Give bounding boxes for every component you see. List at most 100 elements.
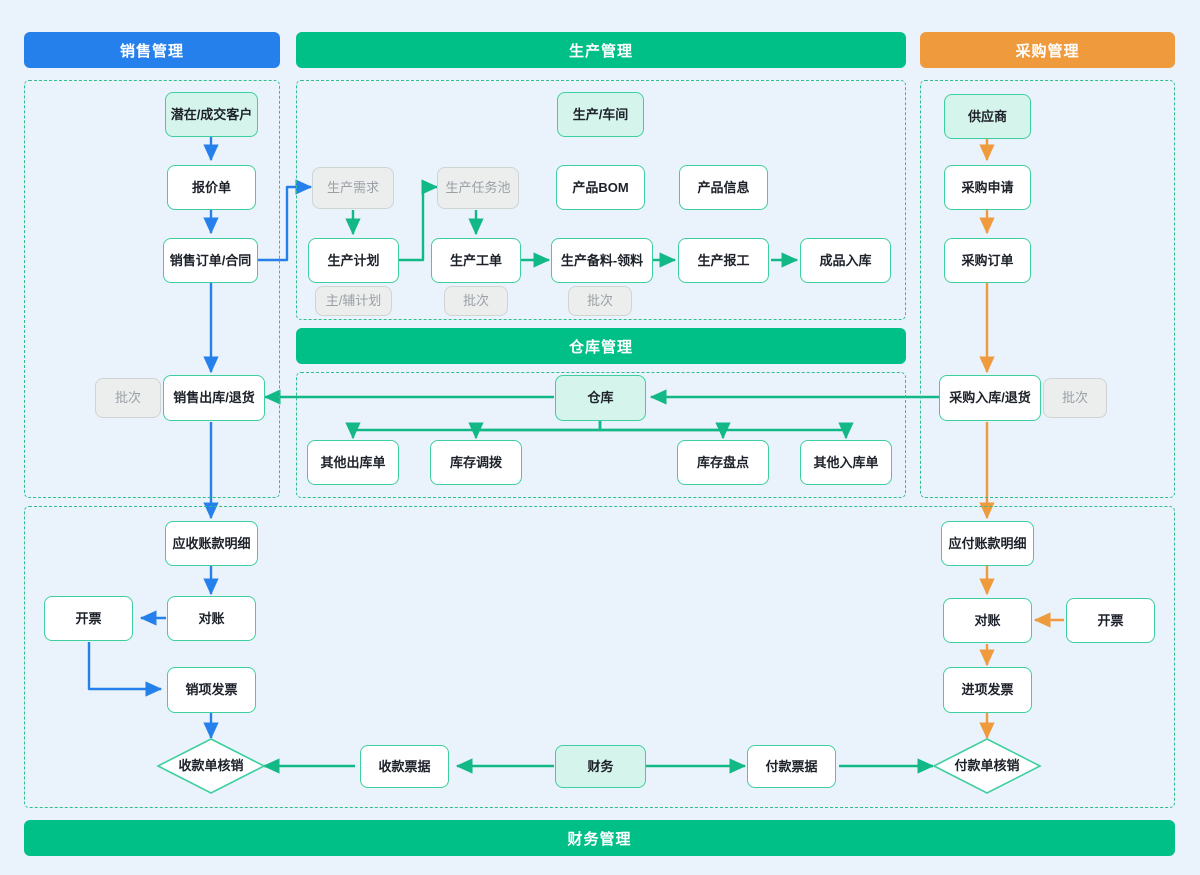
node-recon-right-label: 对账: [974, 612, 1001, 628]
edge-warehouse-to-otherinbound: [598, 421, 854, 440]
group-purchase: [920, 80, 1175, 498]
node-prod-demand-label: 生产需求: [326, 180, 379, 196]
section-bar-warehouse[interactable]: 仓库管理: [296, 328, 906, 364]
node-invoice-left[interactable]: 开票: [44, 596, 133, 641]
node-finished-in[interactable]: 成品入库: [800, 238, 891, 283]
node-payment-voucher[interactable]: 付款票据: [747, 745, 836, 788]
node-receivable-detail-label: 应收账款明细: [172, 535, 251, 551]
node-quotation-label: 报价单: [191, 179, 231, 195]
node-prod-report[interactable]: 生产报工: [678, 238, 769, 283]
node-other-inbound[interactable]: 其他入库单: [800, 440, 892, 485]
node-prod-task-pool-label: 生产任务池: [445, 180, 511, 196]
node-sales-outbound-batch[interactable]: 批次: [95, 378, 161, 418]
node-other-inbound-label: 其他入库单: [813, 454, 879, 470]
section-bar-warehouse-label: 仓库管理: [568, 338, 633, 356]
node-other-outbound[interactable]: 其他出库单: [307, 440, 399, 485]
node-warehouse[interactable]: 仓库: [555, 375, 646, 421]
node-work-order-label: 生产工单: [449, 252, 502, 268]
node-prod-plan-sub[interactable]: 主/辅计划: [315, 286, 392, 316]
section-bar-production-label: 生产管理: [568, 42, 633, 60]
node-product-info-label: 产品信息: [697, 179, 750, 195]
node-stock-transfer[interactable]: 库存调拨: [430, 440, 522, 485]
section-bar-sales-label: 销售管理: [119, 42, 184, 60]
node-material-pick-sub[interactable]: 批次: [568, 286, 632, 316]
edge-prodplan-to-taskpool: [399, 179, 439, 262]
node-payment-writeoff[interactable]: 付款单核销: [934, 739, 1040, 793]
node-warehouse-label: 仓库: [587, 390, 614, 406]
group-finance: [24, 506, 1175, 808]
node-material-pick-sub-label: 批次: [586, 293, 613, 309]
node-product-info[interactable]: 产品信息: [679, 165, 768, 210]
node-receipt-writeoff[interactable]: 收款单核销: [158, 739, 264, 793]
node-receivable-detail[interactable]: 应收账款明细: [165, 521, 258, 566]
node-stock-transfer-label: 库存调拨: [449, 454, 502, 470]
node-prod-plan[interactable]: 生产计划: [308, 238, 399, 283]
node-stock-count[interactable]: 库存盘点: [677, 440, 769, 485]
node-recon-left[interactable]: 对账: [167, 596, 256, 641]
node-prod-task-pool[interactable]: 生产任务池: [437, 167, 519, 209]
group-sales: [24, 80, 280, 498]
group-production: [296, 80, 906, 320]
node-purchase-request[interactable]: 采购申请: [944, 165, 1031, 210]
node-customer-label: 潜在/成交客户: [170, 106, 253, 122]
edge-invoice-to-outputinvoice: [87, 642, 163, 697]
node-purchase-inbound-label: 采购入库/退货: [949, 390, 1031, 406]
node-sales-outbound-batch-label: 批次: [114, 390, 141, 406]
node-purchase-inbound-batch[interactable]: 批次: [1043, 378, 1107, 418]
node-purchase-inbound[interactable]: 采购入库/退货: [939, 375, 1041, 421]
node-material-pick[interactable]: 生产备料-领料: [551, 238, 653, 283]
node-input-invoice[interactable]: 进项发票: [943, 667, 1032, 713]
node-stock-count-label: 库存盘点: [696, 454, 749, 470]
node-work-order[interactable]: 生产工单: [431, 238, 521, 283]
node-finance-label: 财务: [587, 758, 614, 774]
node-receipt-writeoff-label: 收款单核销: [178, 758, 244, 774]
node-quotation[interactable]: 报价单: [167, 165, 256, 210]
section-bar-production[interactable]: 生产管理: [296, 32, 906, 68]
node-payable-detail[interactable]: 应付账款明细: [941, 521, 1034, 566]
node-recon-right[interactable]: 对账: [943, 598, 1032, 643]
node-supplier[interactable]: 供应商: [944, 94, 1031, 139]
node-finance[interactable]: 财务: [555, 745, 646, 788]
node-sales-outbound[interactable]: 销售出库/退货: [163, 375, 265, 421]
node-workshop[interactable]: 生产/车间: [557, 92, 644, 137]
node-other-outbound-label: 其他出库单: [320, 454, 386, 470]
node-sales-outbound-label: 销售出库/退货: [173, 390, 255, 406]
receipt-writeoff-diamond: [156, 738, 266, 794]
node-prod-plan-sub-label: 主/辅计划: [325, 293, 382, 309]
section-bar-finance[interactable]: 财务管理: [24, 820, 1175, 856]
edge-salesorder-to-proddemand: [257, 179, 313, 262]
node-output-invoice-label: 销项发票: [185, 682, 238, 698]
node-invoice-left-label: 开票: [75, 610, 102, 626]
node-work-order-sub-label: 批次: [462, 293, 489, 309]
node-payment-writeoff-label: 付款单核销: [954, 758, 1020, 774]
section-bar-purchase[interactable]: 采购管理: [920, 32, 1175, 68]
node-sales-order-label: 销售订单/合同: [169, 252, 252, 268]
node-product-bom-label: 产品BOM: [572, 179, 629, 195]
node-recon-left-label: 对账: [198, 610, 225, 626]
node-purchase-order[interactable]: 采购订单: [944, 238, 1031, 283]
node-supplier-label: 供应商: [967, 108, 1007, 124]
node-payment-voucher-label: 付款票据: [765, 758, 818, 774]
node-sales-order[interactable]: 销售订单/合同: [163, 238, 258, 283]
node-purchase-inbound-batch-label: 批次: [1061, 390, 1088, 406]
section-bar-finance-label: 财务管理: [567, 830, 632, 848]
node-output-invoice[interactable]: 销项发票: [167, 667, 256, 713]
node-work-order-sub[interactable]: 批次: [444, 286, 508, 316]
node-prod-demand[interactable]: 生产需求: [312, 167, 394, 209]
node-receipt-voucher-label: 收款票据: [378, 758, 431, 774]
node-invoice-right[interactable]: 开票: [1066, 598, 1155, 643]
section-bar-sales[interactable]: 销售管理: [24, 32, 280, 68]
group-warehouse: [296, 372, 906, 498]
node-purchase-order-label: 采购订单: [961, 252, 1014, 268]
node-receipt-voucher[interactable]: 收款票据: [360, 745, 449, 788]
node-invoice-right-label: 开票: [1097, 612, 1124, 628]
node-workshop-label: 生产/车间: [572, 106, 629, 122]
node-purchase-request-label: 采购申请: [961, 179, 1014, 195]
node-customer[interactable]: 潜在/成交客户: [165, 92, 258, 137]
node-prod-report-label: 生产报工: [697, 252, 750, 268]
node-product-bom[interactable]: 产品BOM: [556, 165, 645, 210]
payment-writeoff-diamond: [932, 738, 1042, 794]
node-prod-plan-label: 生产计划: [327, 252, 380, 268]
